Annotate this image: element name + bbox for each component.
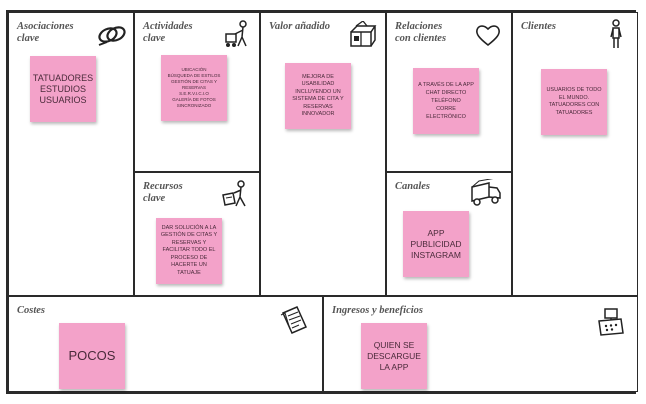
cell-title: Clientes [521, 21, 557, 32]
worker-with-cart-icon [223, 19, 253, 49]
sticky-note: QUIEN SE DESCARGUE LA APP [361, 323, 427, 389]
cell-revenue-streams: Ingresos y beneficios QUIEN SE DESCARGUE… [323, 296, 638, 392]
sticky-note: TATUADORES ESTUDIOS USUARIOS [30, 56, 96, 122]
cell-title: Asociaciones clave [17, 21, 74, 44]
cell-cost-structure: Costes POCOS [8, 296, 323, 392]
sticky-note: A TRAVÉS DE LA APP CHAT DIRECTO TELÉFONO… [413, 68, 479, 134]
cell-customer-segments: Clientes USUARIOS DE TODO EL MUNDO. TATU… [512, 12, 638, 296]
heart-icon [475, 23, 501, 47]
chain-link-icon [97, 23, 127, 47]
sticky-note: UBICACIÓN BÚSQUEDA DE ESTILOS GESTIÓN DE… [161, 55, 227, 121]
cell-customer-relationships: Relaciones con clientes A TRAVÉS DE LA A… [386, 12, 512, 172]
cell-key-activities: Actividades clave UBICACIÓN BÚSQUEDA DE … [134, 12, 260, 172]
cell-title: Recursos clave [143, 181, 183, 204]
cell-key-resources: Recursos clave DAR SOLUCIÓN A LA GESTIÓN… [134, 172, 260, 296]
gift-package-icon [347, 21, 377, 49]
person-icon [607, 19, 625, 49]
cell-title: Actividades clave [143, 21, 193, 44]
cash-register-icon [596, 307, 626, 337]
price-tag-icon [279, 305, 309, 335]
cell-title: Canales [395, 181, 431, 192]
sticky-note: DAR SOLUCIÓN A LA GESTIÓN DE CITAS Y RES… [156, 218, 222, 284]
cell-title: Costes [17, 305, 46, 316]
sticky-note: POCOS [59, 323, 125, 389]
business-model-canvas: Asociaciones clave TATUADORES ESTUDIOS U… [6, 10, 638, 394]
cell-title: Ingresos y beneficios [332, 305, 423, 316]
cell-title: Relaciones con clientes [395, 21, 447, 44]
cell-key-partners: Asociaciones clave TATUADORES ESTUDIOS U… [8, 12, 134, 296]
sticky-note: APP PUBLICIDAD INSTAGRAM [403, 211, 469, 277]
sticky-note: USUARIOS DE TODO EL MUNDO. TATUADORES CO… [541, 69, 607, 135]
worker-with-machine-icon [221, 179, 251, 209]
cell-value-proposition: Valor añadido MEJORA DE USABILIDAD INCLU… [260, 12, 386, 296]
cell-title: Valor añadido [269, 21, 330, 32]
sticky-note: MEJORA DE USABILIDAD INCLUYENDO UN SISTE… [285, 63, 351, 129]
cell-channels: Canales APP PUBLICIDAD INSTAGRAM [386, 172, 512, 296]
delivery-truck-icon [469, 179, 503, 207]
